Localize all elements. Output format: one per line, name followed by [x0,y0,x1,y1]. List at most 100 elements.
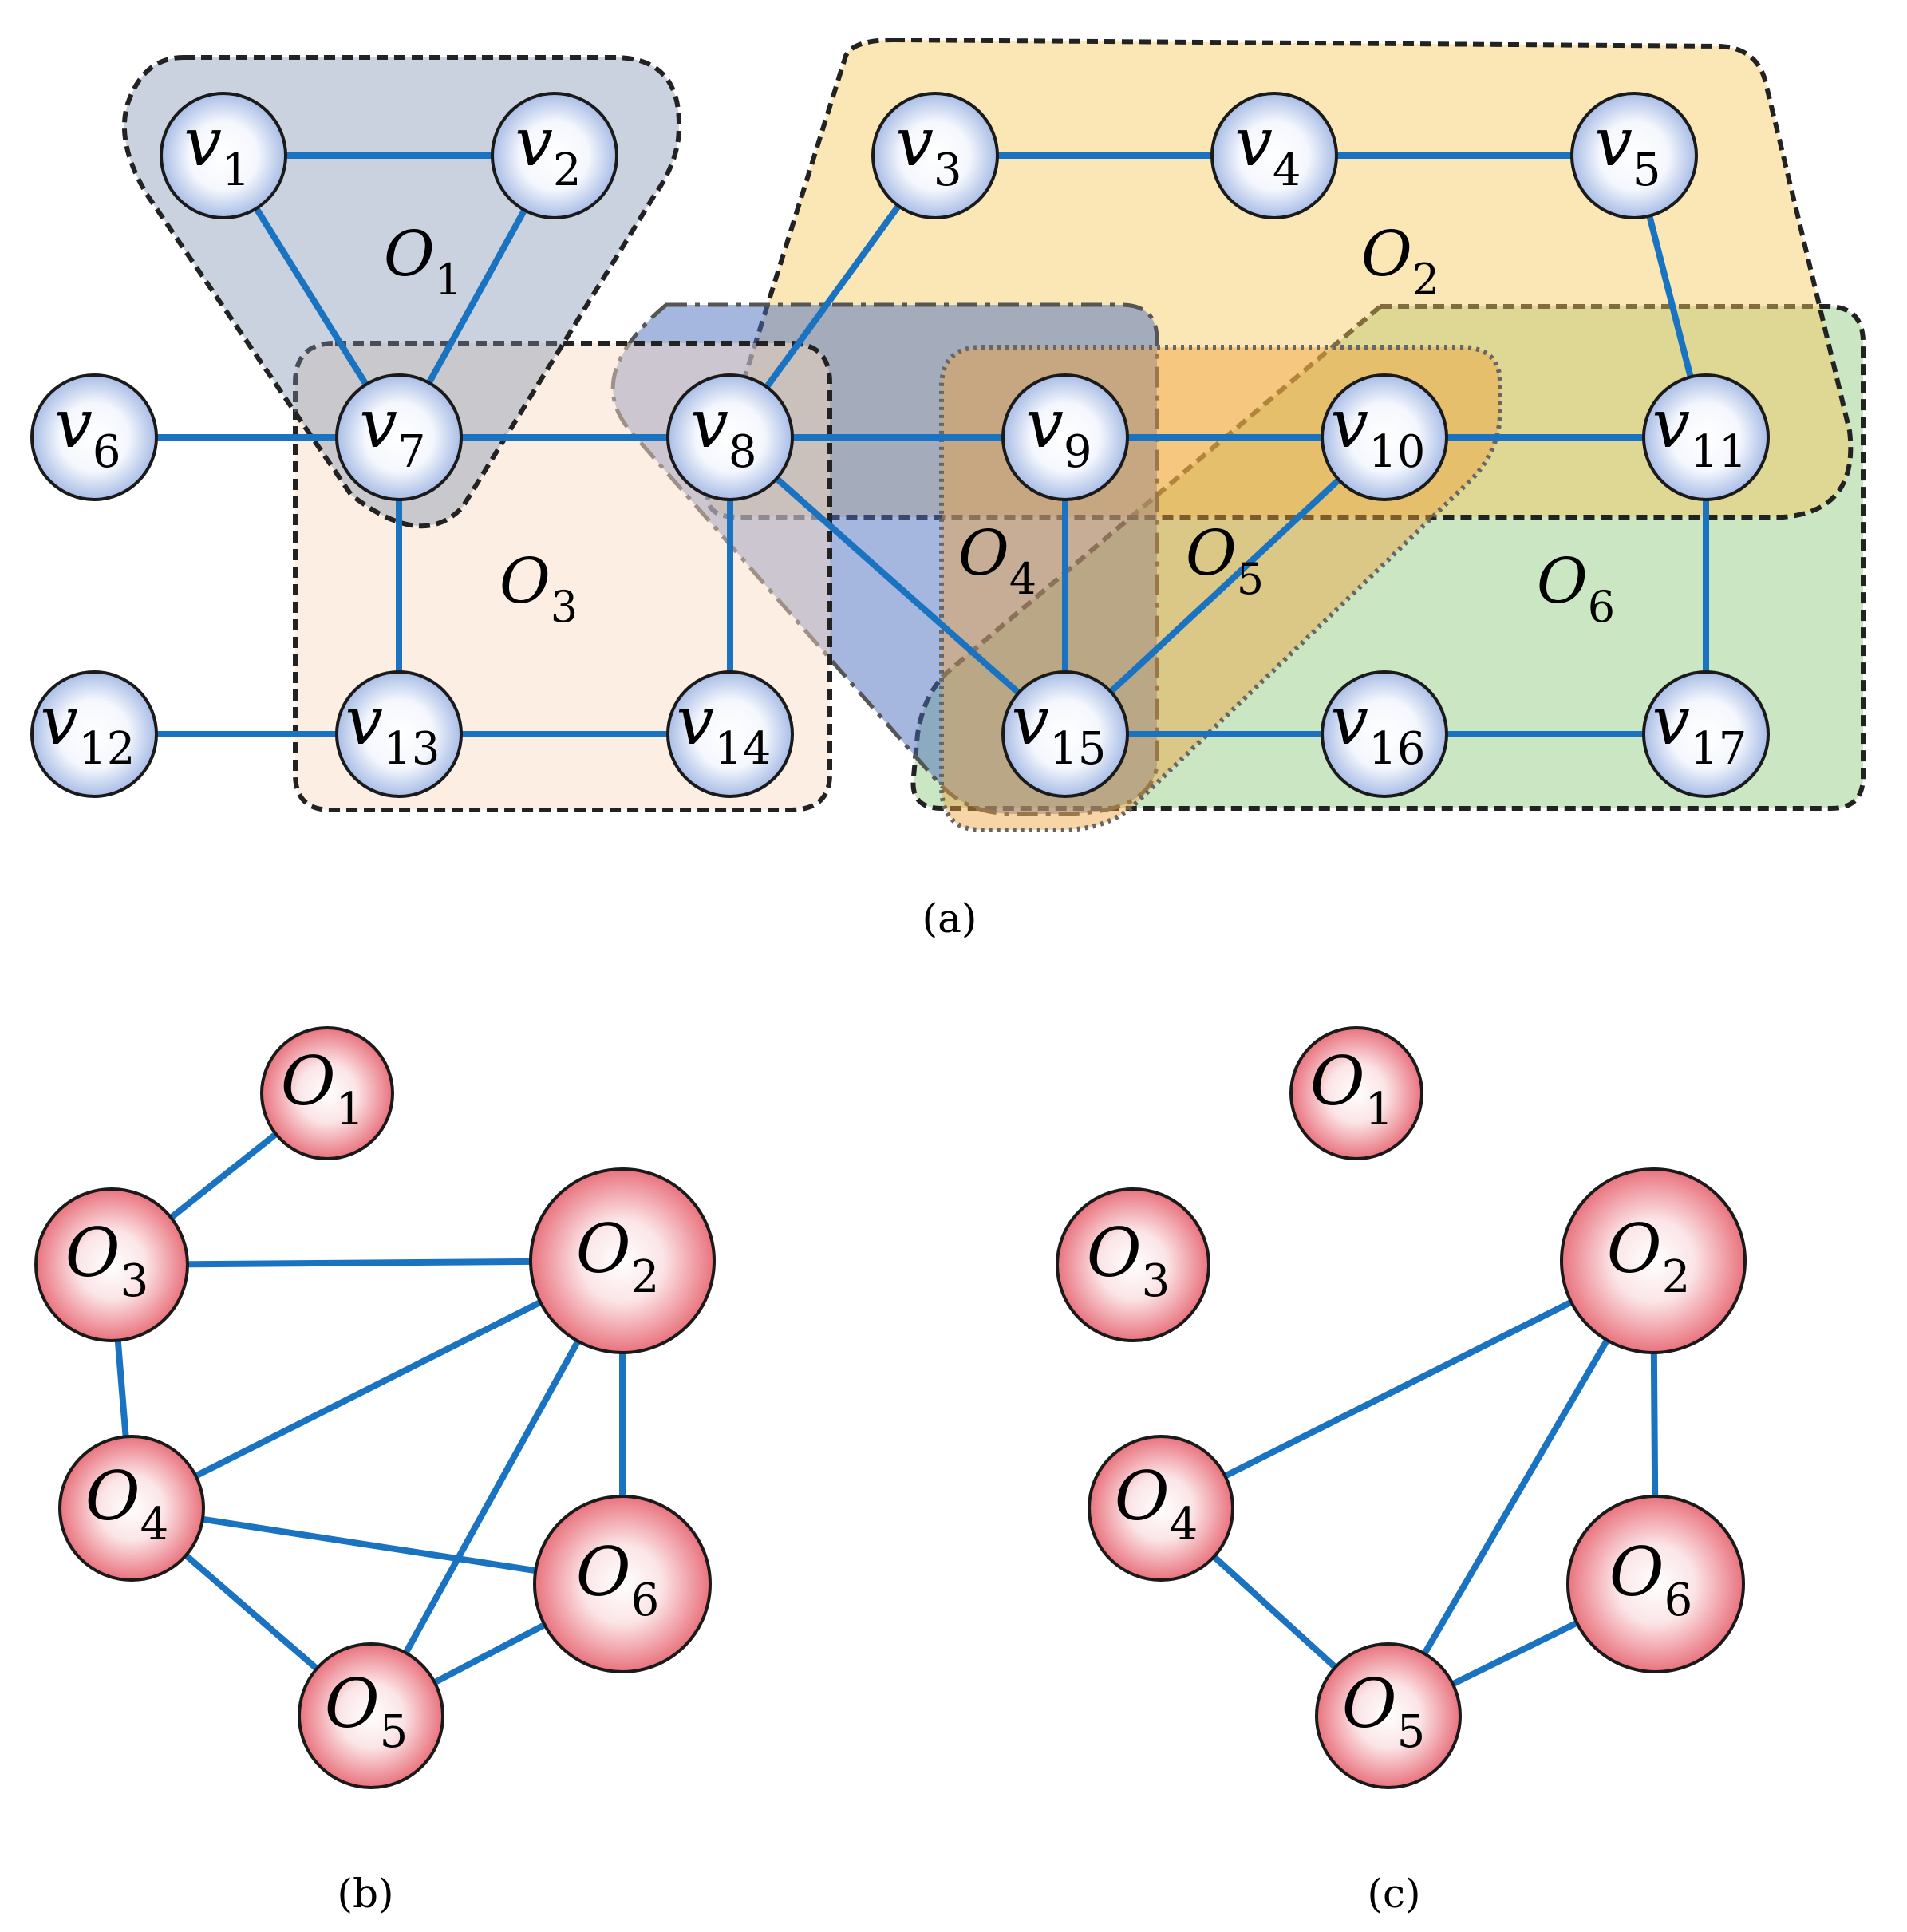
node-O4: O4 [1088,1435,1234,1582]
vertex-label-v8: v8 [690,385,756,478]
node-label-O5: O5 [1342,1665,1426,1758]
node-O3: O3 [1056,1187,1210,1342]
vertex-label-v6: v6 [54,385,120,478]
node-O1: O1 [260,1026,394,1160]
vertex-v15: v15 [1001,670,1129,798]
vertex-v9: v9 [1001,373,1129,501]
vertex-v7: v7 [335,373,463,501]
node-O6: O6 [533,1495,712,1673]
caption-a: (a) [922,895,977,942]
node-circle [1566,1495,1745,1673]
vertex-circle [871,92,999,219]
community-label-O1: O1 [384,219,462,305]
node-O3: O3 [34,1187,189,1342]
vertex-v2: v2 [491,92,618,219]
vertex-circle [666,670,794,798]
vertex-circle [1210,92,1338,219]
vertex-label-v4: v4 [1234,103,1301,196]
vertex-label-v2: v2 [515,103,581,196]
node-label-O6: O6 [576,1533,660,1626]
node-O2: O2 [1560,1167,1747,1354]
node-label-O3: O3 [65,1214,149,1307]
vertex-circle [1642,373,1770,501]
node-label-O5: O5 [325,1665,409,1758]
edge-v10-v15 [1062,434,1388,737]
vertex-label-v16: v16 [1331,682,1426,775]
vertex-label-v3: v3 [895,103,961,196]
vertex-v14: v14 [666,670,794,798]
vertex-v6: v6 [30,373,158,501]
vertex-v8: v8 [666,373,794,501]
node-circle [1056,1187,1210,1342]
vertex-label-v5: v5 [1594,103,1660,196]
node-O1: O1 [1289,1026,1423,1160]
vertex-label-v13: v13 [345,682,440,775]
vertex-circle [1321,670,1448,798]
node-O6: O6 [1566,1495,1745,1673]
node-label-O2: O2 [576,1210,660,1303]
vertex-label-v11: v11 [1652,385,1747,478]
vertex-label-v14: v14 [677,682,772,775]
caption-b: (b) [337,1871,393,1917]
node-circle [533,1495,712,1673]
vertex-circle [1001,670,1129,798]
node-circle [1088,1435,1234,1582]
vertex-circle [335,670,463,798]
vertex-label-v7: v7 [359,385,425,478]
node-circle [1289,1026,1423,1160]
vertex-circle [335,373,463,501]
vertex-v17: v17 [1642,670,1770,798]
vertex-circle [666,373,794,501]
node-circle [34,1187,189,1342]
vertex-circle [160,92,287,219]
node-circle [260,1026,394,1160]
community-label-O2: O2 [1361,219,1439,305]
node-O5: O5 [298,1642,444,1789]
community-label-O5: O5 [1186,518,1264,604]
vertex-circle [30,670,158,798]
node-label-O3: O3 [1087,1214,1171,1307]
community-label-O6: O6 [1537,546,1615,632]
node-circle [529,1167,716,1354]
node-circle [1560,1167,1747,1354]
node-label-O4: O4 [85,1457,169,1551]
vertex-v11: v11 [1642,373,1770,501]
vertex-circle [1001,373,1129,501]
community-label-O3: O3 [499,546,578,632]
vertex-v10: v10 [1321,373,1448,501]
vertex-circle [1642,670,1770,798]
node-circle [298,1642,444,1789]
network-vertices: v1 v2 v3 v4 v5 v6 v7 v8 v9 v10 v11 v12 v13 v14 v15 v16 v… [30,92,1770,798]
caption-c: (c) [1367,1871,1420,1917]
vertex-label-v12: v12 [41,682,136,775]
vertex-v13: v13 [335,670,463,798]
vertex-label-v17: v17 [1652,682,1747,775]
vertex-v4: v4 [1210,92,1338,219]
node-O2: O2 [529,1167,716,1354]
node-label-O4: O4 [1115,1457,1198,1551]
node-label-O1: O1 [281,1042,365,1136]
vertex-circle [1570,92,1698,219]
community-label-O4: O4 [958,518,1036,604]
vertex-label-v1: v1 [184,103,250,196]
vertex-v16: v16 [1321,670,1448,798]
vertex-v5: v5 [1570,92,1698,219]
vertex-label-v15: v15 [1012,682,1107,775]
vertex-v1: v1 [160,92,287,219]
vertex-circle [1321,373,1448,501]
vertex-label-v9: v9 [1025,385,1092,478]
node-label-O6: O6 [1609,1533,1693,1626]
vertex-circle [30,373,158,501]
node-O4: O4 [58,1435,205,1582]
vertex-circle [491,92,618,219]
node-label-O2: O2 [1607,1210,1691,1303]
vertex-label-v10: v10 [1331,385,1426,478]
vertex-v3: v3 [871,92,999,219]
edge-v8-v15 [727,434,1068,737]
